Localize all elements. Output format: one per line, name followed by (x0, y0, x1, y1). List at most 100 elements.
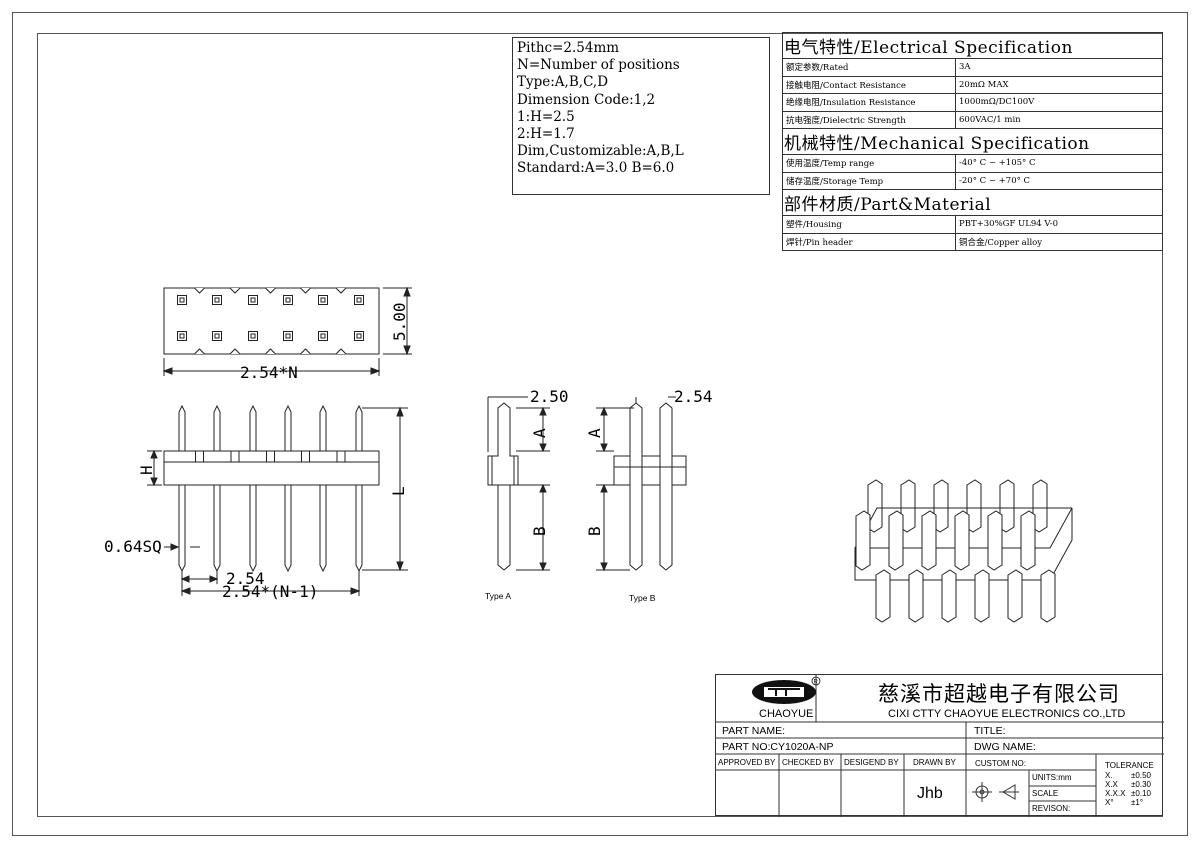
note-line: Type:A,B,C,D (517, 74, 609, 91)
pin-pad (248, 295, 258, 305)
dim-height: 5.00 (390, 302, 409, 341)
spec-table: 电气特性/Electrical Specification 额定参数/Rated… (782, 32, 1163, 251)
dim-h: H (137, 465, 156, 475)
pin-pad (318, 295, 328, 305)
pin-pad-inner (214, 333, 220, 339)
housing-notch (229, 348, 241, 355)
tol-key: X. (1105, 771, 1113, 780)
housing-notch (194, 287, 205, 294)
pin (355, 404, 363, 573)
dim-l: L (389, 486, 408, 496)
designed-by-label: DESIGEND BY (844, 758, 899, 767)
note-line: 1:H=2.5 (517, 108, 575, 125)
dim-a-type-a: A (530, 428, 549, 438)
approved-by-label: APPROVED BY (718, 758, 776, 767)
top-view (163, 287, 380, 355)
dim-sq: 0.64SQ (104, 537, 162, 556)
iso-lower-pin (1040, 569, 1056, 623)
dim-b-pitch: 2.54 (674, 387, 713, 406)
pin-pad (212, 295, 222, 305)
title-label: TITLE: (974, 725, 1006, 737)
iso-lower-pin (941, 569, 957, 623)
housing-divider (266, 451, 275, 462)
mechanical-title: 机械特性/Mechanical Specification (782, 128, 1163, 155)
pin (284, 404, 292, 573)
part-no: PART NO:CY1020A-NP (722, 741, 834, 753)
pin (213, 404, 221, 573)
tol-key: X° (1105, 798, 1114, 807)
type-a-side-view (487, 402, 519, 571)
housing-notch (335, 348, 347, 355)
pin-pad (354, 295, 364, 305)
pin-pad-inner (285, 297, 291, 303)
tolerance-label: TOLERANCE (1105, 761, 1154, 770)
pin-pad-inner (214, 297, 220, 303)
note-line: 2:H=1.7 (517, 126, 575, 143)
company-name-cn: 慈溪市超越电子有限公司 (878, 682, 1120, 706)
housing-divider (301, 451, 310, 462)
tol-key: X.X.X (1105, 789, 1126, 798)
title-block: R CHAOYUE 慈溪市超越电子有限公司 CIXI CTTY CHAOYUE … (715, 674, 1164, 817)
type-a-label: Type A (485, 591, 511, 601)
iso-housing (854, 507, 1073, 581)
iso-lower-pin (1007, 569, 1023, 623)
type-b-label: Type B (629, 593, 656, 603)
front-view (163, 404, 380, 573)
housing-divider (336, 451, 346, 462)
scale-label: SCALE (1032, 789, 1059, 798)
drawing-border (37, 33, 1163, 817)
pin-pad-inner (179, 297, 185, 303)
pin-pad (212, 331, 222, 341)
iso-front-pin (954, 510, 970, 571)
dim-b-type-a: B (530, 526, 549, 536)
title-block-lines: R (716, 675, 1164, 817)
iso-front-pin (921, 510, 937, 571)
note-line: N=Number of positions (517, 57, 680, 74)
electrical-title: 电气特性/Electrical Specification (782, 32, 1163, 59)
svg-text:R: R (814, 680, 819, 686)
iso-front-pin (987, 510, 1003, 571)
tol-value: ±0.30 (1131, 780, 1151, 789)
iso-front-pin (1020, 510, 1036, 571)
type-b-side-view (613, 402, 687, 571)
chaoyue-logo: R (752, 676, 821, 704)
iso-lower-pin (908, 569, 924, 623)
pin-pad (248, 331, 258, 341)
pin-pad (354, 331, 364, 341)
tol-value: ±1° (1131, 798, 1144, 807)
pin (249, 404, 257, 573)
tol-value: ±0.50 (1131, 771, 1151, 780)
housing-divider (230, 451, 240, 462)
pin-pad (177, 295, 187, 305)
checked-by-label: CHECKED BY (782, 758, 835, 767)
housing-notch (265, 348, 276, 355)
pin (178, 404, 186, 573)
note-line: Dimension Code:1,2 (517, 91, 656, 108)
isometric-view (854, 479, 1073, 623)
pin-pad-inner (320, 333, 326, 339)
dim-a-pitch: 2.50 (530, 387, 569, 406)
part-name-label: PART NAME: (722, 725, 786, 737)
pin-pad-inner (320, 297, 326, 303)
dwg-name-label: DWG NAME: (974, 741, 1036, 753)
iso-front-pin (888, 510, 904, 571)
material-title: 部件材质/Part&Material (782, 189, 1163, 216)
dim-pitch: 2.54 (226, 569, 265, 588)
note-line: Dim,Customizable:A,B,L (517, 143, 684, 160)
pin-pad-inner (250, 297, 256, 303)
pin-pad-inner (250, 333, 256, 339)
notes-box: Pithc=2.54mm N=Number of positions Type:… (512, 37, 770, 195)
dim-a-type-b: A (585, 428, 604, 438)
pin-pad-inner (356, 297, 362, 303)
pin-pad-inner (285, 333, 291, 339)
drawn-by-value: Jhb (917, 785, 943, 802)
revision-label: REVISON: (1032, 804, 1071, 813)
housing-divider (195, 451, 204, 462)
housing-notch (265, 287, 276, 294)
spec-label: 焊针/Pin header (782, 232, 956, 251)
pin-pad (177, 331, 187, 341)
housing-notch (335, 287, 347, 294)
pin-pad-inner (356, 333, 362, 339)
drawn-by-label: DRAWN BY (913, 758, 956, 767)
